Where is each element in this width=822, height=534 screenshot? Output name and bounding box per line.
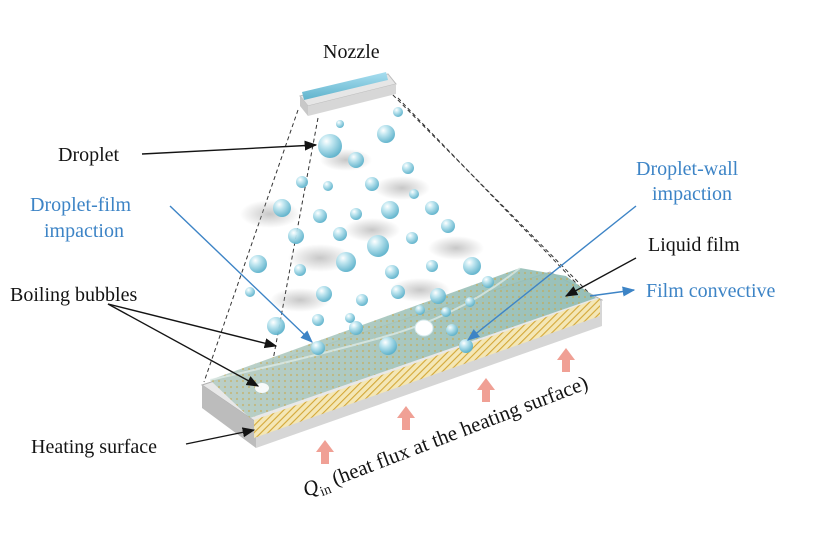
droplet [294,264,306,276]
film-convective-label: Film convective [646,280,776,302]
droplet [425,201,439,215]
droplet [482,276,494,288]
heat-arrow [397,406,415,430]
droplet [350,208,362,220]
droplet [402,162,414,174]
droplet-arrow [141,140,318,155]
heat-flux-subscript: in [318,482,334,500]
droplet [393,107,403,117]
droplet [426,260,438,272]
heat-arrow [557,348,575,372]
liquid-film-label: Liquid film [648,234,740,256]
heat-flux-arrows [316,348,575,464]
droplet [349,321,363,335]
annotation-arrows [107,140,637,445]
droplet [446,324,458,336]
boiling-bubbles-label: Boiling bubbles [10,284,138,306]
droplet-film-label-line2: impaction [44,220,124,242]
droplet-wall-arrow [467,205,637,341]
boiling-bubbles-arrow-1 [107,303,278,349]
heat-arrow [316,440,334,464]
droplet [441,219,455,233]
droplet [316,286,332,302]
droplet [348,152,364,168]
droplet [430,288,446,304]
droplet-wall-label-line2: impaction [652,183,732,205]
nozzle-shape [299,72,397,116]
droplet-wall-label-line1: Droplet-wall [636,158,739,180]
droplet [377,125,395,143]
droplet [391,285,405,299]
droplet [318,134,342,158]
droplet [367,235,389,257]
droplet-film-label-line1: Droplet-film [30,194,132,216]
droplets [245,107,494,336]
droplet [288,228,304,244]
film-convective-arrow [589,286,636,297]
droplet [356,294,368,306]
droplet-label: Droplet [58,144,120,166]
droplet [273,199,291,217]
boiling-bubbles-arrow-2 [107,303,260,387]
droplet-film-arrow [169,205,313,343]
liquid-film-arrow [564,257,637,297]
droplet [249,255,267,273]
spray-cone [203,89,601,431]
droplet [415,305,425,315]
droplet [267,317,285,335]
droplet [312,314,324,326]
droplet [323,181,333,191]
heat-arrow [477,378,495,402]
droplet [385,265,399,279]
droplet [381,201,399,219]
droplet [245,287,255,297]
heating-surface-label: Heating surface [31,436,158,458]
droplet [296,176,308,188]
droplet [406,232,418,244]
droplet [313,209,327,223]
droplet [463,257,481,275]
nozzle-label: Nozzle [323,41,380,63]
boiling-bubbles [255,307,473,393]
droplet [465,297,475,307]
liquid-film [209,267,596,418]
droplet [333,227,347,241]
heating-surface-arrow [185,427,256,445]
droplet-shadows [240,149,484,312]
droplet [336,120,344,128]
droplet [365,177,379,191]
droplet [409,189,419,199]
droplet [336,252,356,272]
